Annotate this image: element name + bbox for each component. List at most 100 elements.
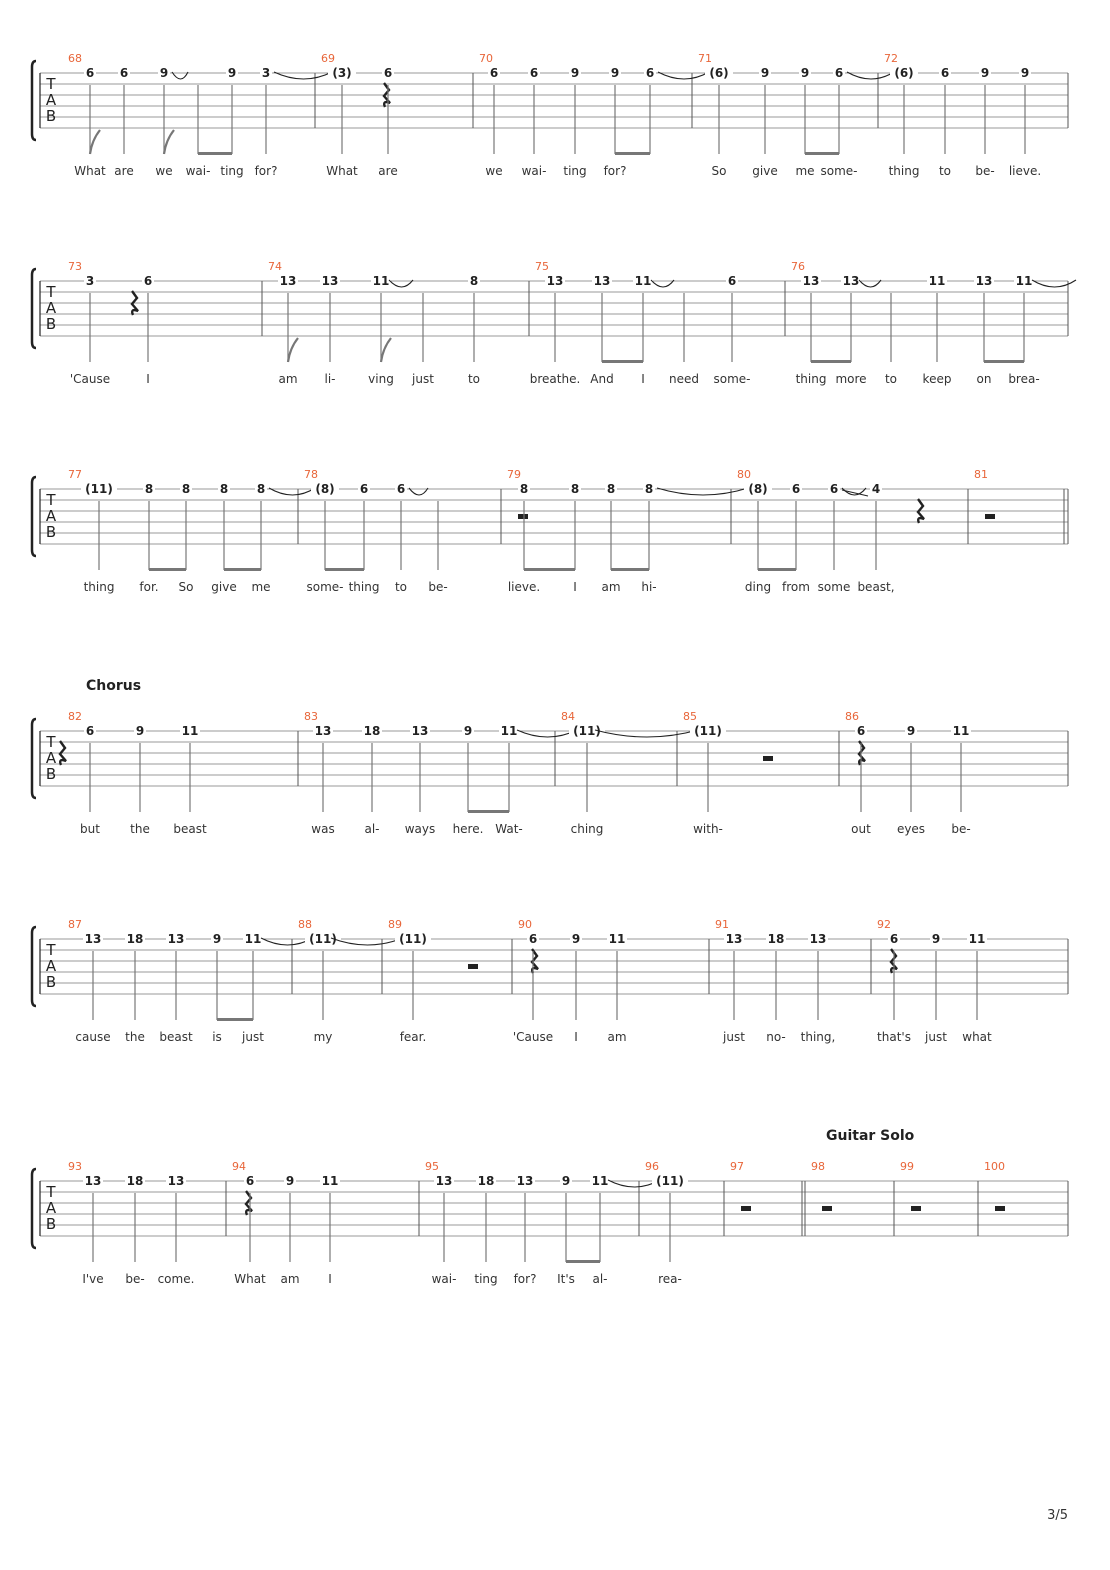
lyric-syllable: rea- xyxy=(658,1272,682,1286)
lyric-syllable: wai- xyxy=(522,164,547,178)
system-bracket xyxy=(30,59,37,142)
fret-number: (11) xyxy=(85,482,113,496)
tab-clef-letter: A xyxy=(46,299,57,317)
fret-number: 6 xyxy=(86,66,94,80)
lyric-syllable: What xyxy=(326,164,358,178)
fret-number: 6 xyxy=(384,66,392,80)
tie xyxy=(657,71,710,80)
fret-number: 18 xyxy=(127,1174,144,1188)
lyric-syllable: but xyxy=(80,822,100,836)
tab-clef-letter: B xyxy=(46,523,56,541)
fret-number: 11 xyxy=(501,724,518,738)
fret-number: 8 xyxy=(470,274,478,288)
lyric-syllable: thing xyxy=(349,580,380,594)
beam xyxy=(325,568,364,571)
fret-number: 8 xyxy=(645,482,653,496)
lyric-syllable: from xyxy=(782,580,810,594)
beam xyxy=(217,1018,253,1021)
measure-number: 83 xyxy=(304,710,318,723)
system-bracket xyxy=(30,1167,37,1250)
system-bracket xyxy=(30,717,37,800)
fret-number: 18 xyxy=(478,1174,495,1188)
half-rest xyxy=(763,756,773,761)
fret-number: 13 xyxy=(517,1174,534,1188)
fret-number: (11) xyxy=(694,724,722,738)
lyric-syllable: give xyxy=(752,164,777,178)
lyric-syllable: wai- xyxy=(432,1272,457,1286)
tab-clef-letter: B xyxy=(46,315,56,333)
lyric-syllable: am xyxy=(278,372,297,386)
note-flag xyxy=(286,337,299,363)
lyric-syllable: keep xyxy=(923,372,952,386)
quarter-rest xyxy=(244,1190,253,1216)
fret-number: 9 xyxy=(160,66,168,80)
fret-number: 9 xyxy=(761,66,769,80)
lyric-syllable: What xyxy=(234,1272,266,1286)
half-rest xyxy=(985,514,995,519)
lyric-syllable: ching xyxy=(571,822,604,836)
fret-number: 11 xyxy=(609,932,626,946)
fret-number: 11 xyxy=(592,1174,609,1188)
lyric-syllable: just xyxy=(924,1030,947,1044)
lyric-syllable: we xyxy=(485,164,502,178)
fret-number: (3) xyxy=(332,66,351,80)
slide-line xyxy=(841,489,869,497)
measure-number: 70 xyxy=(479,52,493,65)
lyric-syllable: that's xyxy=(877,1030,911,1044)
lyric-syllable: wai- xyxy=(186,164,211,178)
fret-number: 18 xyxy=(127,932,144,946)
quarter-rest xyxy=(130,290,139,316)
lyric-syllable: for? xyxy=(514,1272,537,1286)
fret-number: 9 xyxy=(562,1174,570,1188)
tie xyxy=(656,487,749,496)
fret-number: 3 xyxy=(86,274,94,288)
fret-number: 11 xyxy=(182,724,199,738)
fret-number: 13 xyxy=(810,932,827,946)
lyric-syllable: to xyxy=(395,580,407,594)
lyric-syllable: I xyxy=(574,1030,578,1044)
measure-number: 87 xyxy=(68,918,82,931)
lyric-syllable: to xyxy=(885,372,897,386)
quarter-rest xyxy=(889,948,898,974)
fret-number: 6 xyxy=(728,274,736,288)
fret-number: 8 xyxy=(145,482,153,496)
measure-number: 77 xyxy=(68,468,82,481)
tab-system: Guitar SoloTAB9313I've18be-13come.946Wha… xyxy=(30,1128,1069,1286)
lyric-syllable: hi- xyxy=(641,580,656,594)
beam xyxy=(611,568,649,571)
lyric-syllable: I xyxy=(573,580,577,594)
fret-number: 6 xyxy=(830,482,838,496)
fret-number: 6 xyxy=(86,724,94,738)
fret-number: 6 xyxy=(490,66,498,80)
fret-number: 13 xyxy=(168,1174,185,1188)
lyric-syllable: li- xyxy=(325,372,336,386)
half-rest xyxy=(468,964,478,969)
measure-number: 94 xyxy=(232,1160,246,1173)
lyric-syllable: So xyxy=(712,164,727,178)
tab-clef-letter: T xyxy=(45,1183,56,1201)
tab-clef-letter: A xyxy=(46,1199,57,1217)
measure-number: 100 xyxy=(984,1160,1005,1173)
fret-number: 13 xyxy=(322,274,339,288)
lyric-syllable: I xyxy=(328,1272,332,1286)
system-bracket xyxy=(30,925,37,1008)
fret-number: 6 xyxy=(397,482,405,496)
lyric-syllable: give xyxy=(211,580,236,594)
fret-number: (6) xyxy=(894,66,913,80)
fret-number: 6 xyxy=(246,1174,254,1188)
lyric-syllable: I xyxy=(641,372,645,386)
fret-number: 8 xyxy=(220,482,228,496)
fret-number: (8) xyxy=(748,482,767,496)
measure-number: 78 xyxy=(304,468,318,481)
fret-number: (8) xyxy=(315,482,334,496)
lyric-syllable: me xyxy=(795,164,814,178)
lyric-syllable: for? xyxy=(255,164,278,178)
fret-number: 13 xyxy=(436,1174,453,1188)
half-rest xyxy=(741,1206,751,1211)
lyric-syllable: with- xyxy=(693,822,723,836)
measure-number: 84 xyxy=(561,710,575,723)
fret-number: 6 xyxy=(120,66,128,80)
measure-number: 72 xyxy=(884,52,898,65)
